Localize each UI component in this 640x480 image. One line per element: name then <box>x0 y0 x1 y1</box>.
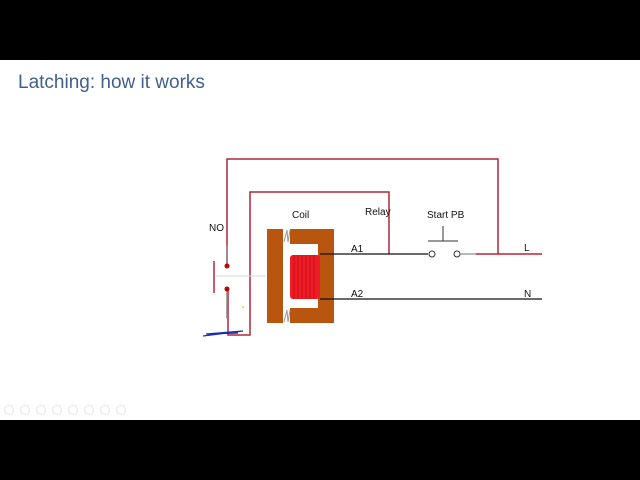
subtitle-icon[interactable] <box>100 405 110 415</box>
pen-icon[interactable] <box>36 405 46 415</box>
pen-scribble <box>202 330 244 337</box>
label-a1: A1 <box>351 244 364 255</box>
prev-icon[interactable] <box>4 405 14 415</box>
next-icon[interactable] <box>20 405 30 415</box>
contact-dot-bottom <box>224 286 230 292</box>
spring-top-icon <box>283 229 291 243</box>
label-coil: Coil <box>292 210 309 221</box>
more-icon[interactable] <box>116 405 126 415</box>
label-start-pb: Start PB <box>427 210 465 221</box>
zoom-icon[interactable] <box>68 405 78 415</box>
pointer-dot <box>241 305 245 309</box>
latching-circuit-diagram: NO Coil Relay Start PB A1 A2 L N <box>202 158 542 337</box>
relay-core-left <box>267 229 283 323</box>
contact-dot-top <box>224 263 230 269</box>
coil-turns <box>293 255 315 299</box>
wire-latch-outer <box>226 158 499 265</box>
screen-icon[interactable] <box>84 405 94 415</box>
slides-icon[interactable] <box>52 405 62 415</box>
wire-latch-inner <box>227 191 390 336</box>
pb-terminal-right <box>453 250 461 258</box>
pb-terminal-left <box>428 250 436 258</box>
presentation-controls <box>4 405 126 415</box>
coil-winding <box>290 255 320 299</box>
label-relay: Relay <box>365 207 391 218</box>
label-no: NO <box>209 223 224 234</box>
label-neutral: N <box>524 289 531 300</box>
label-line: L <box>524 243 530 254</box>
slide-title: Latching: how it works <box>18 72 205 93</box>
label-a2: A2 <box>351 289 364 300</box>
slide: Latching: how it works <box>0 60 640 420</box>
spring-bottom-icon <box>283 309 291 323</box>
